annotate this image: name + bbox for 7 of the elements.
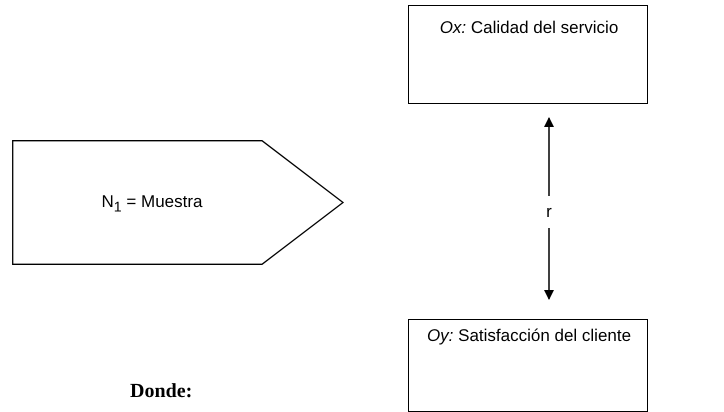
node-label: Ox: Calidad del servicio	[438, 17, 620, 39]
node-label: Oy: Satisfacción del cliente	[426, 325, 632, 347]
process-box	[408, 5, 648, 104]
node-label: N$_{1}$ = Muestra	[100, 191, 204, 218]
process-box	[408, 319, 648, 412]
pentagon-shape	[12, 140, 344, 265]
note-text: Donde:	[130, 380, 192, 403]
